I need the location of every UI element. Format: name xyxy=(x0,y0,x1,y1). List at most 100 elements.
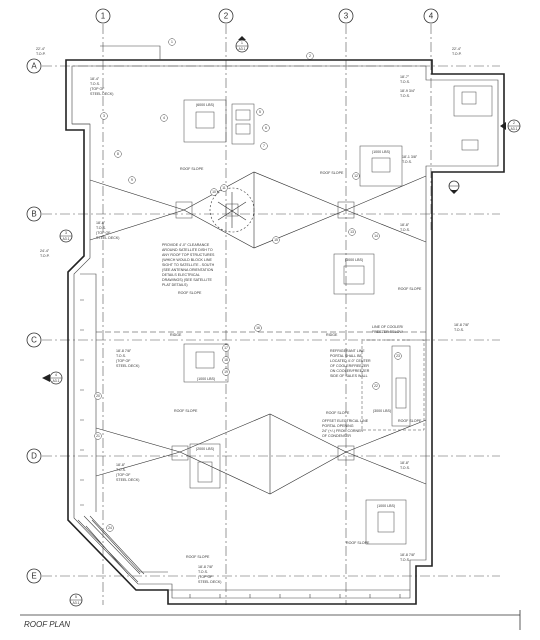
keynote-tag: 19 xyxy=(222,368,230,376)
keynote-tag: 22 xyxy=(372,382,380,390)
elev-e-mid1: 18'-8 7/8" xyxy=(198,565,214,569)
keynote-tag: 9 xyxy=(128,176,136,184)
elev-tl-2: T.O.S. xyxy=(90,82,100,86)
keynote-tag-circle xyxy=(352,172,360,180)
keynote-tag-label: 14 xyxy=(374,234,378,238)
satellite-base xyxy=(225,203,239,217)
keynote-tag-circle xyxy=(306,52,314,60)
grid-bubble-3 xyxy=(338,8,354,24)
keynote-tag-circle xyxy=(222,368,230,376)
bottom-strip-ticks xyxy=(189,594,401,598)
keynote-tag-label: 20 xyxy=(96,394,100,398)
note-clearance-7: DETAILS ELECTRICAL xyxy=(162,273,200,277)
note-refrig-4: OF COOLER/FREEZER xyxy=(330,364,369,368)
corner-parapet-strip xyxy=(91,519,168,573)
slope-label-8: ROOF SLOPE xyxy=(346,541,370,545)
rtu-6-unit xyxy=(195,351,215,369)
keynote-tag-label: 8 xyxy=(117,152,119,156)
elev-d-left4: STEEL DECK) xyxy=(116,478,139,482)
note-clearance-8: DRAWINGS) (SEE SATELLITE xyxy=(162,278,213,282)
rtu-5-curb xyxy=(333,253,375,295)
keynote-tag-circle xyxy=(222,356,230,364)
grid-label-4: 4 xyxy=(429,12,434,21)
elev-tl-top: 22'-4" xyxy=(36,47,46,51)
keynote-tag-circle xyxy=(220,184,228,192)
keynote-tag-label: 22 xyxy=(374,384,378,388)
elev-b-par2: T.O.P. xyxy=(40,254,50,258)
section-mark-left-c-sheet: A3.1 xyxy=(53,379,60,383)
elev-tr-b2: T.O.S. xyxy=(400,94,410,98)
slope-upper-right xyxy=(345,175,427,243)
keynote-tag-label: 23 xyxy=(396,354,400,358)
elev-tl-top-label: T.O.P. xyxy=(36,52,46,56)
elev-c-left1: 18'-8 7/8" xyxy=(116,349,132,353)
grid-bubble-b xyxy=(26,206,42,222)
slope-lower-right xyxy=(345,419,427,485)
elev-b-left3: (TOP OF xyxy=(96,231,111,235)
slope-label-2: ROOF SLOPE xyxy=(320,171,344,175)
note-offset-4: OF CONDENSER xyxy=(322,434,351,438)
rtu-8-unit xyxy=(377,511,395,533)
keynote-tag-label: 9 xyxy=(131,178,133,182)
grid-bubbles: 1 2 3 4 A B C D E xyxy=(26,8,439,584)
drawing-title: ROOF PLAN xyxy=(24,620,70,629)
elev-e-mid4: STEEL DECK) xyxy=(198,580,221,584)
elev-tr-top: 22'-4" xyxy=(452,47,462,51)
note-offset-2: PORTAL OPENING xyxy=(322,424,354,428)
elev-b-right2: T.O.S. xyxy=(400,228,410,232)
keynote-tag: 10 xyxy=(210,188,218,196)
grid-bubble-1 xyxy=(95,8,111,24)
keynote-tag-label: 16 xyxy=(256,326,260,330)
slope-upper-diamond xyxy=(183,171,347,249)
keynote-tag-label: 21 xyxy=(96,434,100,438)
section-mark-bottom: 5 A3.1 xyxy=(69,593,83,607)
keynote-tag-label: 19 xyxy=(224,370,228,374)
elev-e-right1: 18'-8 7/8" xyxy=(400,553,416,557)
note-clearance-4: (WHICH WOULD BLOCK LINE xyxy=(162,258,213,262)
keynote-tag-label: 13 xyxy=(350,230,354,234)
keynote-tag: 3 xyxy=(100,112,108,120)
keynote-tag-circle xyxy=(100,112,108,120)
keynote-tag-label: 10 xyxy=(212,190,216,194)
elev-tl-4: STEEL DECK) xyxy=(90,92,113,96)
keynote-tag: 17 xyxy=(222,344,230,352)
elev-e-mid3: (TOP OF xyxy=(198,575,213,579)
elev-b-left1: 18'-8" xyxy=(96,221,106,225)
keynote-tag-label: 12 xyxy=(354,174,358,178)
keynote-tag: 15 xyxy=(272,236,280,244)
condenser-unit xyxy=(395,377,407,409)
section-mark-left-c-num: 4 xyxy=(55,373,57,377)
drain-b-left xyxy=(175,201,193,219)
elev-b-left2: T.O.S. xyxy=(96,226,106,230)
elev-r-mid1: 18'-1 3/8" xyxy=(402,155,418,159)
rtu-2-curb xyxy=(231,103,255,145)
section-mark-top-sheet: A3.1 xyxy=(239,47,246,51)
grid-bubble-d xyxy=(26,448,42,464)
note-refrig-3: LOCATED 4'-0" CENTER xyxy=(330,359,371,363)
keynote-tag-circle xyxy=(160,114,168,122)
elev-c-left2: T.O.S. xyxy=(116,354,126,358)
note-refrig-5: ON COOLER/FREEZER xyxy=(330,369,370,373)
keynote-tag-label: 7 xyxy=(263,144,265,148)
rtu-7-unit xyxy=(197,461,213,483)
elev-c-left3: (TOP OF xyxy=(116,359,131,363)
rtu-3-unit xyxy=(371,157,391,173)
keynote-tag: 18 xyxy=(222,356,230,364)
elev-b-par1: 24'-4" xyxy=(40,249,50,253)
drain-d-left xyxy=(171,445,189,461)
satellite-dish xyxy=(209,187,255,233)
note-refrig-2: PORTAL SHALL BE xyxy=(330,354,363,358)
keynote-tag-circle xyxy=(256,108,264,116)
elev-d-left2: T.O.S. xyxy=(116,468,126,472)
ridge-label-2: RIDGE xyxy=(326,333,338,337)
keynote-tag: 5 xyxy=(256,108,264,116)
keynote-tag-circle xyxy=(106,524,114,532)
rtu-4-curb xyxy=(453,85,493,117)
keynote-tag: 1 xyxy=(168,38,176,46)
elev-tr-a2: T.O.S. xyxy=(400,80,410,84)
section-mark-left-b: 3 A3.1 xyxy=(59,229,73,243)
note-cooler-2: FREEZER BELOW xyxy=(372,330,403,334)
keynote-tag-label: 17 xyxy=(224,346,228,350)
corner-hatch xyxy=(77,515,145,583)
section-mark-top: 1 A3.1 xyxy=(235,36,249,53)
